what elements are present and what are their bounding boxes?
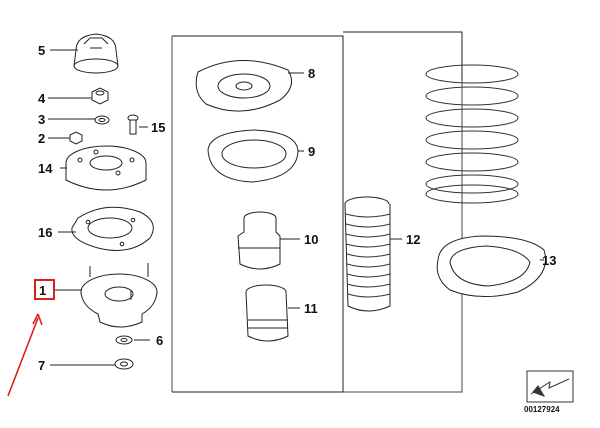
bracket-frame-left — [172, 35, 344, 393]
part-12-bellows — [344, 196, 391, 312]
label-part-6: 6 — [156, 333, 164, 348]
label-part-8: 8 — [308, 66, 316, 81]
part-13-pad — [436, 235, 546, 298]
part-7-washer — [114, 358, 134, 370]
orientation-icon — [526, 370, 574, 403]
part-3-washer — [94, 115, 110, 125]
catalog-number: 00127924 — [524, 405, 560, 414]
part-9-pad — [207, 129, 299, 183]
leader-lines — [48, 49, 544, 366]
part-5-cap — [73, 33, 119, 74]
part-4-nut — [91, 87, 109, 105]
label-part-1: 1 — [39, 283, 47, 298]
label-part-2: 2 — [38, 131, 46, 146]
part-10-bumpstop — [237, 211, 281, 270]
bracket-frame-right-bottom — [343, 80, 463, 393]
part-11-sleeve — [245, 284, 289, 342]
coil-spring — [425, 64, 519, 204]
part-2-nut — [69, 131, 83, 145]
part-15-bolt — [127, 114, 139, 135]
label-part-4: 4 — [38, 91, 46, 106]
label-part-5: 5 — [38, 43, 46, 58]
part-12-bellows-folds — [345, 213, 391, 298]
label-part-9: 9 — [308, 144, 316, 159]
part-6-washer — [115, 335, 133, 345]
label-part-15: 15 — [151, 120, 166, 135]
part-1-mount — [80, 263, 158, 328]
part-16-gasket — [71, 206, 154, 251]
part-8-seat — [195, 60, 293, 112]
label-part-14: 14 — [38, 161, 53, 176]
label-part-12: 12 — [406, 232, 421, 247]
label-part-13: 13 — [542, 253, 557, 268]
label-part-11: 11 — [304, 301, 318, 316]
label-part-10: 10 — [304, 232, 319, 247]
bracket-frame-right — [343, 31, 463, 80]
label-part-7: 7 — [38, 358, 46, 373]
part-14-mount — [65, 145, 147, 191]
label-part-3: 3 — [38, 112, 46, 127]
label-part-16: 16 — [38, 225, 53, 240]
highlight-box — [34, 279, 55, 300]
highlight-arrow — [7, 313, 43, 397]
